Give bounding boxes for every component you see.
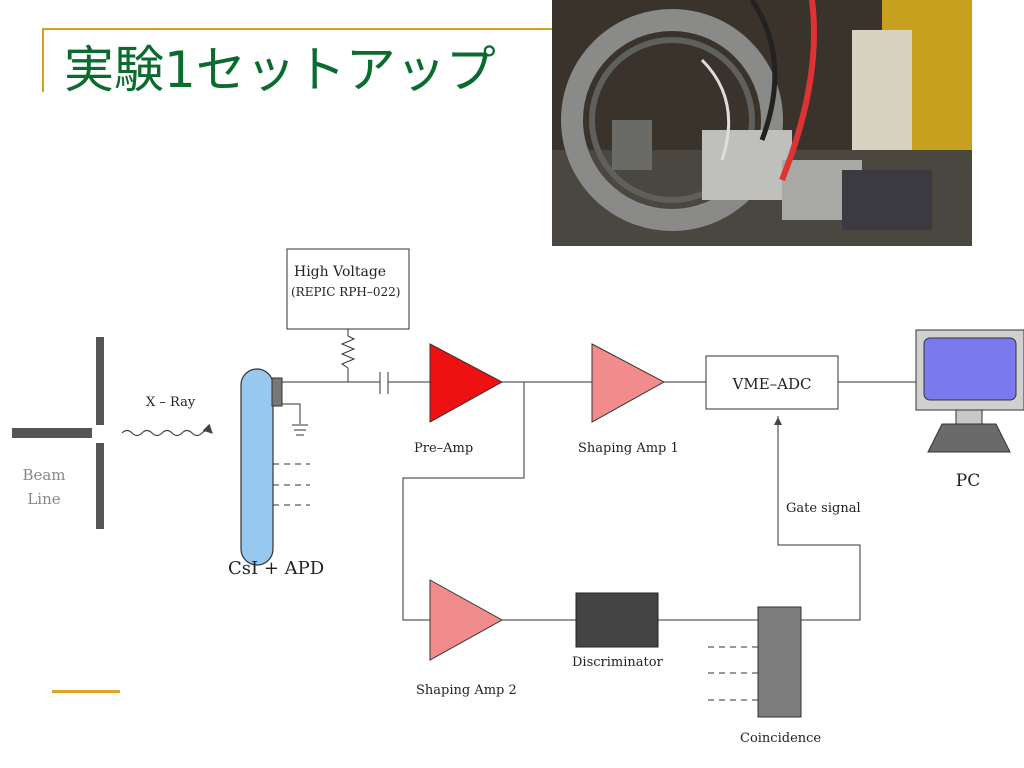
setup-photo (552, 0, 972, 246)
beam-line-slit (12, 337, 104, 529)
high-voltage-box (286, 248, 410, 330)
shaping-amp-1-label: Shaping Amp 1 (578, 441, 679, 456)
vme-adc-box (705, 355, 839, 410)
pre-amp-label: Pre–Amp (414, 441, 473, 456)
coincidence-box (757, 606, 802, 718)
beam-line-label-2: Line (27, 490, 60, 508)
setup-diagram: Beam Line X – Ray CsI + APD High Voltage… (12, 248, 1024, 746)
slide-title: 実験1セットアップ (64, 41, 496, 99)
csi-apd-detector (240, 368, 274, 566)
pc-label: PC (956, 471, 980, 491)
vme-adc-label: VME–ADC (732, 375, 812, 393)
discriminator-label: Discriminator (572, 655, 664, 670)
xray-wave (121, 423, 213, 437)
apd-element (271, 377, 283, 407)
hv-model-label: (REPIC RPH–022) (291, 285, 400, 299)
detector-channels (273, 463, 310, 506)
coincidence-label: Coincidence (740, 731, 821, 746)
gate-signal-label: Gate signal (786, 501, 861, 516)
coincidence-inputs (708, 646, 758, 701)
discriminator-box (575, 592, 659, 648)
detector-label: CsI + APD (228, 558, 324, 579)
shaping-amp-2-label: Shaping Amp 2 (416, 683, 517, 698)
title-accent-bar (42, 28, 44, 92)
signal-wires (282, 372, 916, 621)
beam-line-label: Beam (22, 466, 65, 484)
pre-amp-triangle (429, 343, 504, 423)
hv-label: High Voltage (294, 264, 386, 280)
ground-symbol (282, 403, 308, 436)
hv-resistor (340, 329, 356, 382)
pc-icon (915, 329, 1024, 453)
shaping-amp-2-triangle (429, 579, 504, 661)
shaping-amp-1-triangle (591, 343, 666, 423)
xray-label: X – Ray (146, 395, 196, 410)
footer-accent-line (52, 690, 120, 693)
title-accent-line (42, 28, 562, 30)
